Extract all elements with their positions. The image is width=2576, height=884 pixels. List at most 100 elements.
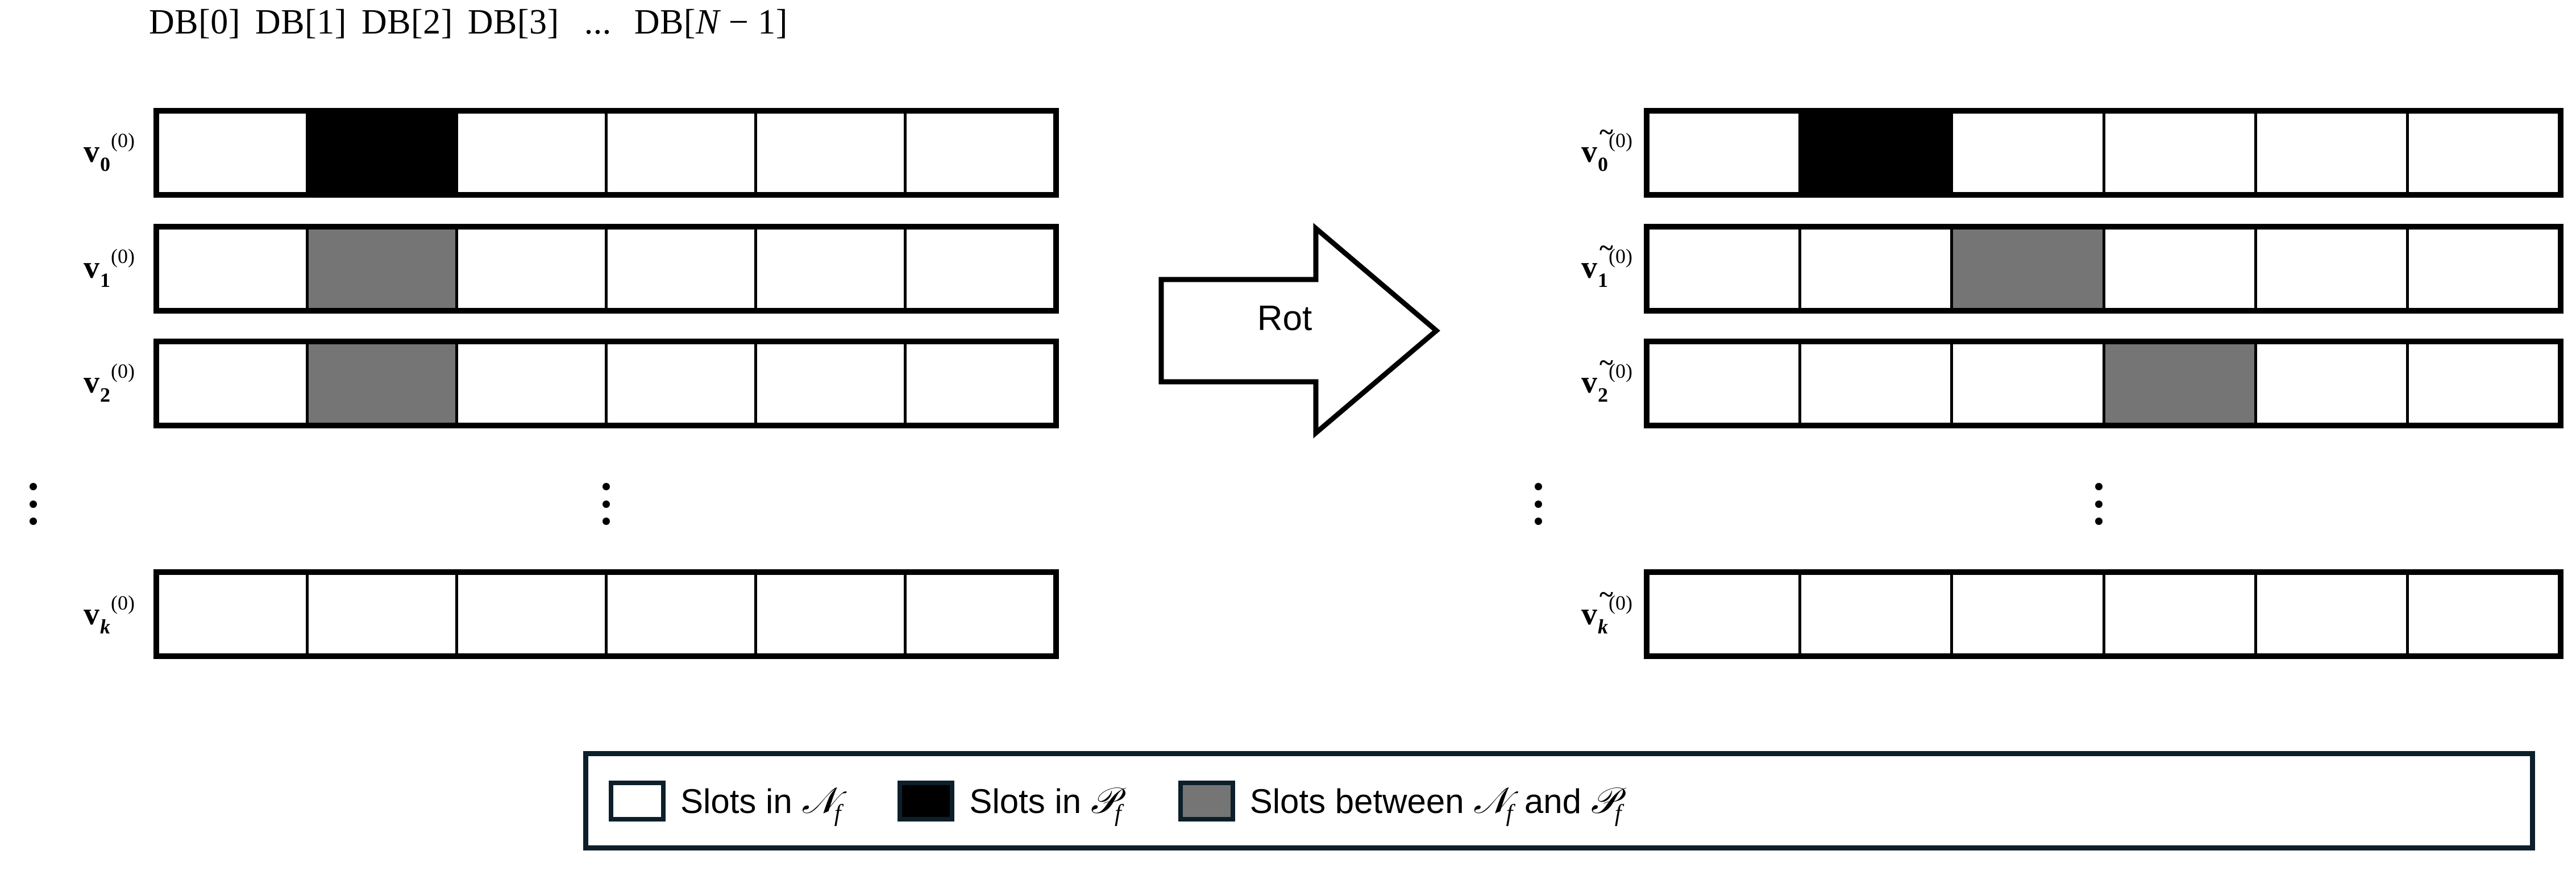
slot-cell[interactable] bbox=[159, 230, 309, 308]
slot-cell[interactable] bbox=[2408, 344, 2558, 423]
slot-cell[interactable] bbox=[1953, 344, 2105, 423]
slot-cell[interactable] bbox=[608, 230, 757, 308]
slot-cell[interactable] bbox=[2105, 575, 2257, 653]
legend-label-between: Slots between 𝒩f and 𝒫f bbox=[1249, 780, 1624, 825]
slot-cell[interactable] bbox=[1953, 114, 2105, 192]
right-row-0-sup: (0) bbox=[1609, 129, 1632, 152]
slot-cell[interactable] bbox=[309, 575, 458, 653]
left-rows-ellipsis-icon bbox=[30, 483, 37, 525]
slot-cell[interactable] bbox=[2105, 114, 2257, 192]
slot-cell[interactable] bbox=[1953, 230, 2105, 308]
left-row-2-sub: 2 bbox=[100, 383, 111, 406]
slot-cell[interactable] bbox=[2257, 114, 2409, 192]
db-last-prefix: DB[ bbox=[634, 3, 696, 41]
right-vector-row-k bbox=[1644, 569, 2563, 659]
slot-cell[interactable] bbox=[2105, 344, 2257, 423]
slot-cell[interactable] bbox=[757, 114, 907, 192]
legend-between-symbol-1-sub: f bbox=[1506, 800, 1513, 827]
left-row-0-sub: 0 bbox=[100, 153, 111, 176]
column-header-db3: DB[3] bbox=[467, 3, 559, 41]
right-vector-row-1 bbox=[1644, 224, 2563, 314]
slot-cell[interactable] bbox=[2408, 575, 2558, 653]
legend-pf-symbol: 𝒫 bbox=[1090, 780, 1117, 821]
slot-cell[interactable] bbox=[159, 575, 309, 653]
legend-nf-symbol: 𝒩 bbox=[801, 780, 837, 821]
left-vector-row-2 bbox=[153, 339, 1059, 428]
right-row-2-sup: (0) bbox=[1609, 360, 1632, 382]
slot-cell[interactable] bbox=[2408, 114, 2558, 192]
slot-cell[interactable] bbox=[159, 344, 309, 423]
legend-label-pf: Slots in 𝒫f bbox=[969, 780, 1123, 825]
slot-cell[interactable] bbox=[757, 344, 907, 423]
left-row-k-sub: k bbox=[100, 615, 111, 638]
slot-cell[interactable] bbox=[608, 344, 757, 423]
slot-cell[interactable] bbox=[458, 230, 608, 308]
column-header-db2: DB[2] bbox=[361, 3, 453, 41]
rot-arrow-label: Rot bbox=[1257, 299, 1312, 338]
legend-between-text-mid: and bbox=[1515, 782, 1591, 820]
slot-cell[interactable] bbox=[907, 114, 1053, 192]
slot-cell[interactable] bbox=[1801, 344, 1954, 423]
slot-cell[interactable] bbox=[458, 344, 608, 423]
slot-cell[interactable] bbox=[757, 230, 907, 308]
slot-cell[interactable] bbox=[2408, 230, 2558, 308]
left-row-0-sup: (0) bbox=[111, 129, 135, 152]
legend-between-symbol-2: 𝒫 bbox=[1590, 780, 1617, 821]
legend-between-text: Slots between bbox=[1249, 782, 1474, 820]
slot-cell[interactable] bbox=[1650, 114, 1802, 192]
slot-cell[interactable] bbox=[458, 114, 608, 192]
slot-cell[interactable] bbox=[1801, 230, 1954, 308]
tilde-accent-icon: ~ bbox=[1599, 579, 1613, 608]
right-row-k-base: v bbox=[1581, 597, 1598, 632]
left-row-k-sup: (0) bbox=[111, 591, 135, 614]
left-row-k-base: v bbox=[84, 597, 100, 632]
db-last-var: N bbox=[695, 3, 720, 41]
tilde-accent-icon: ~ bbox=[1599, 348, 1613, 377]
left-row-1-base: v bbox=[84, 250, 100, 285]
slot-cell[interactable] bbox=[2105, 230, 2257, 308]
column-header: DB[0]DB[1]DB[2]DB[3]...DB[N − 1] bbox=[149, 1, 1070, 43]
legend: Slots in 𝒩f Slots in 𝒫f Slots between 𝒩f… bbox=[583, 751, 2535, 850]
left-row-2-sup: (0) bbox=[111, 360, 135, 382]
legend-pf-symbol-sub: f bbox=[1115, 800, 1121, 827]
slot-cell[interactable] bbox=[907, 230, 1053, 308]
slot-cell[interactable] bbox=[907, 575, 1053, 653]
right-row-1-sub: 1 bbox=[1598, 269, 1609, 291]
slot-cell[interactable] bbox=[1801, 114, 1954, 192]
slot-cell[interactable] bbox=[2257, 575, 2409, 653]
left-row-1-sup: (0) bbox=[111, 245, 135, 268]
slot-cell[interactable] bbox=[2257, 230, 2409, 308]
left-table-ellipsis-icon bbox=[603, 483, 610, 525]
slot-cell[interactable] bbox=[608, 575, 757, 653]
slot-cell[interactable] bbox=[1650, 344, 1802, 423]
legend-between-symbol-2-sub: f bbox=[1614, 800, 1622, 827]
slot-cell[interactable] bbox=[1650, 575, 1802, 653]
left-vector-row-k bbox=[153, 569, 1059, 659]
legend-nf-text: Slots in bbox=[680, 782, 802, 820]
slot-cell[interactable] bbox=[608, 114, 757, 192]
slot-cell[interactable] bbox=[1801, 575, 1954, 653]
slot-cell[interactable] bbox=[2257, 344, 2409, 423]
slot-cell[interactable] bbox=[757, 575, 907, 653]
legend-item-between: Slots between 𝒩f and 𝒫f bbox=[1178, 780, 1624, 825]
left-row-2-base: v bbox=[84, 365, 100, 400]
slot-cell[interactable] bbox=[1953, 575, 2105, 653]
right-row-2-sub: 2 bbox=[1598, 383, 1609, 406]
legend-swatch-gray bbox=[1178, 780, 1235, 822]
left-vector-row-1 bbox=[153, 224, 1059, 314]
slot-cell[interactable] bbox=[309, 344, 458, 423]
right-row-1-sup: (0) bbox=[1609, 245, 1632, 268]
legend-swatch-black bbox=[898, 780, 955, 822]
slot-cell[interactable] bbox=[309, 230, 458, 308]
right-row-label-k: ~vk(0) bbox=[1489, 574, 1632, 654]
slot-cell[interactable] bbox=[159, 114, 309, 192]
right-row-k-sub: k bbox=[1598, 615, 1609, 638]
slot-cell[interactable] bbox=[1650, 230, 1802, 308]
slot-cell[interactable] bbox=[458, 575, 608, 653]
right-row-label-0: ~v0(0) bbox=[1489, 111, 1632, 192]
right-table-ellipsis-icon bbox=[2095, 483, 2103, 525]
left-row-1-sub: 1 bbox=[100, 269, 111, 291]
slot-cell[interactable] bbox=[907, 344, 1053, 423]
slot-cell[interactable] bbox=[309, 114, 458, 192]
left-row-label-2: v2(0) bbox=[0, 342, 135, 423]
